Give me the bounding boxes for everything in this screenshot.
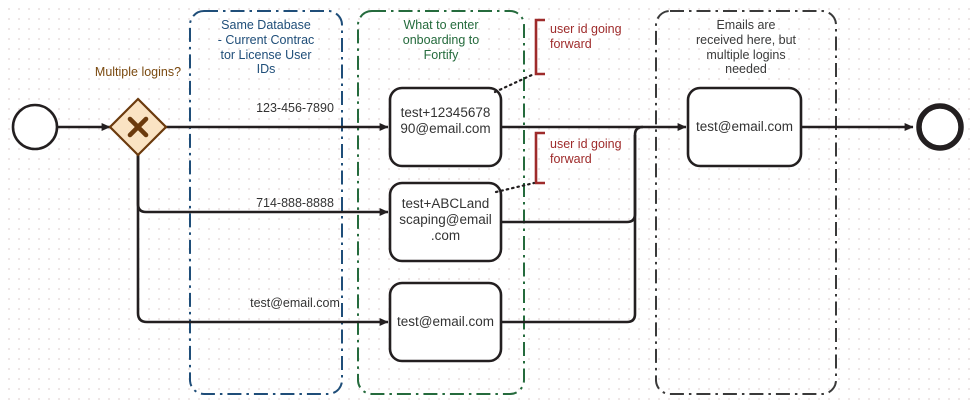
node-1-shape[interactable]: [388, 86, 503, 168]
flow-node-3-to-merge: [501, 135, 637, 324]
annotation-leader-bottom: [494, 181, 536, 194]
flow-gateway-to-node-3: [136, 155, 389, 326]
flow-gateway-to-node-2: [136, 155, 389, 216]
node-2-shape[interactable]: [388, 181, 503, 263]
node-4-shape[interactable]: [686, 86, 803, 168]
group-container-blue: [189, 10, 343, 395]
gateway-x-icon: [127, 116, 149, 138]
flow-node-2-to-merge: [501, 125, 644, 224]
node-3-shape[interactable]: [388, 281, 503, 363]
annotation-leader-top: [493, 72, 536, 94]
group-container-dark: [655, 10, 837, 395]
end-event-shape[interactable]: [916, 103, 964, 151]
annotation-bracket-bottom: [534, 131, 545, 185]
group-container-green: [357, 10, 525, 395]
annotation-bracket-top: [534, 18, 545, 76]
start-event-shape[interactable]: [11, 103, 59, 151]
